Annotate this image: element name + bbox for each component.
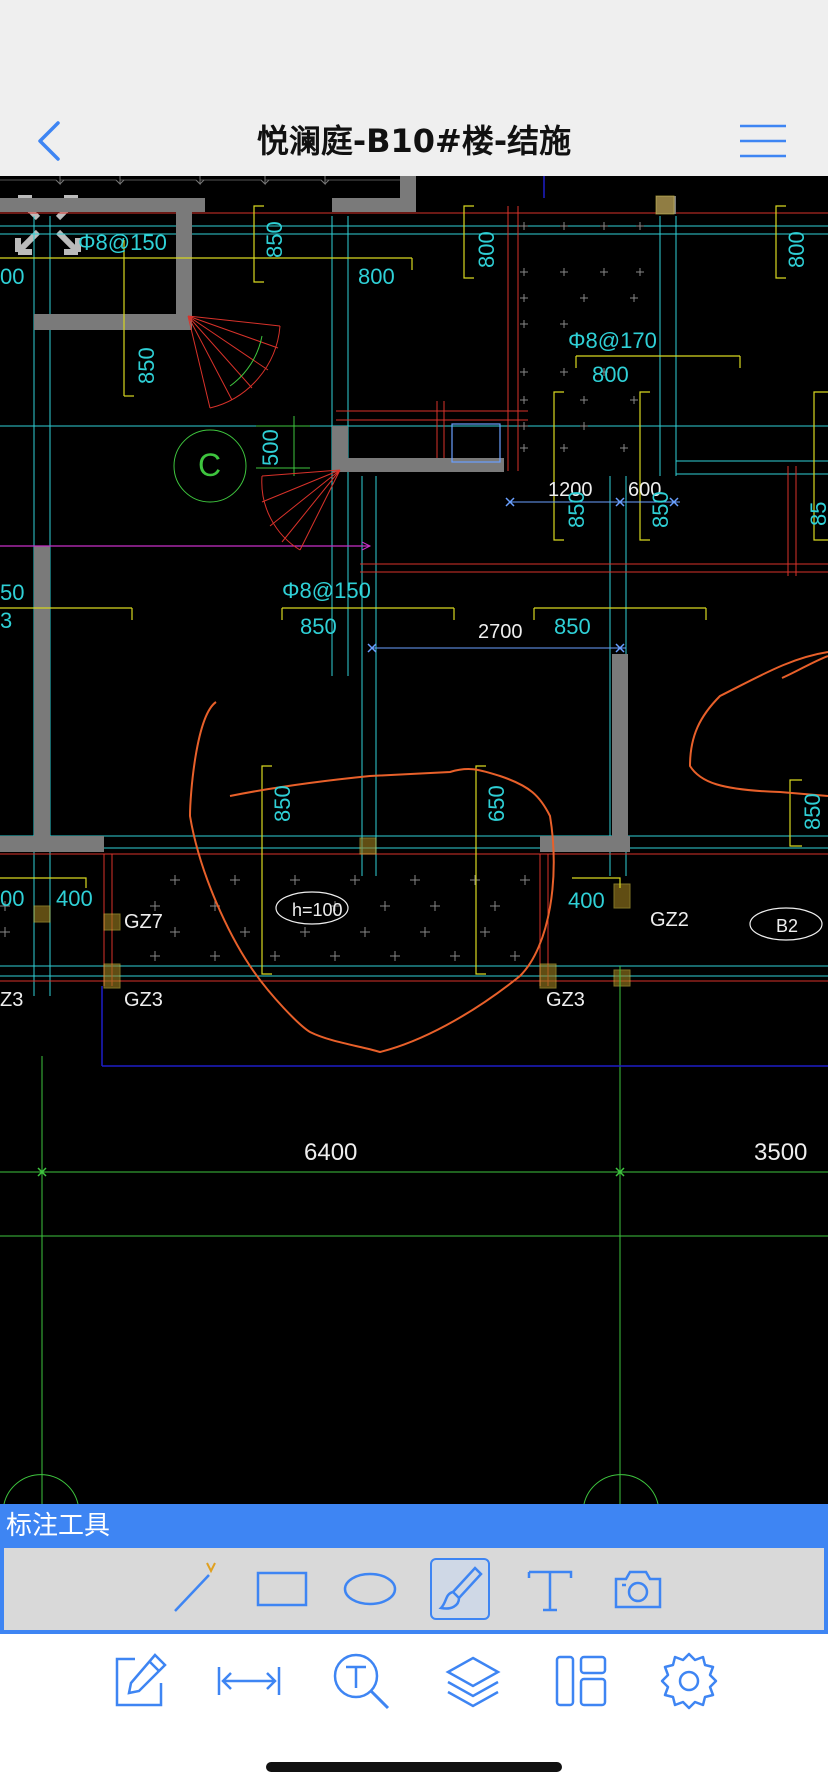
label-h100: h=100 [292, 900, 343, 920]
label-dim-500: 500 [258, 429, 283, 466]
label-dim-800-d: 800 [592, 362, 629, 387]
annotation-toolbar [0, 1548, 828, 1634]
label-dim-400-a: 400 [56, 886, 93, 911]
layers-button[interactable] [438, 1646, 508, 1716]
camera-icon [614, 1570, 662, 1609]
label-dim-400-b: 400 [568, 888, 605, 913]
chevron-left-icon [38, 121, 60, 161]
text-search-icon [333, 1653, 390, 1710]
label-dim-850-g: 850 [270, 785, 295, 822]
bottom-toolbar [0, 1634, 828, 1792]
ellipse-icon [343, 1572, 397, 1606]
home-indicator [266, 1762, 562, 1772]
label-gz3-a: Z3 [0, 989, 23, 1011]
label-gz3-c: GZ3 [546, 989, 585, 1011]
label-gz2: GZ2 [650, 909, 689, 931]
label-dim-50: 50 [0, 580, 24, 605]
cad-drawing-canvas[interactable]: Φ8@150 Φ8@170 Φ8@150 00 800 800 50 3 850… [0, 176, 828, 1504]
label-dim-800-a: 800 [358, 264, 395, 289]
label-dim-00-left: 00 [0, 264, 24, 289]
layers-icon [445, 1656, 501, 1708]
label-dim-85: 85 [806, 502, 828, 526]
label-dim-850-c: 850 [564, 491, 589, 528]
label-dim-850-b: 850 [134, 347, 159, 384]
text-tool[interactable] [520, 1558, 580, 1620]
edit-button[interactable] [104, 1646, 174, 1716]
brush-icon [438, 1566, 483, 1610]
label-grid-c: C [198, 447, 221, 483]
label-rebar-1: Φ8@150 [78, 230, 167, 255]
page-title: 悦澜庭-B10#楼-结施 [256, 122, 572, 160]
label-gz7: GZ7 [124, 911, 163, 933]
measure-button[interactable] [214, 1646, 284, 1716]
back-button[interactable] [34, 106, 78, 176]
label-b2: B2 [776, 916, 798, 936]
brush-tool[interactable] [430, 1558, 490, 1620]
rectangle-icon [256, 1571, 308, 1607]
label-dim-800-b: 800 [474, 231, 499, 268]
label-dim-600: 600 [628, 479, 661, 501]
nav-bar: 悦澜庭-B10#楼-结施 [0, 106, 828, 176]
label-dim-3500: 3500 [754, 1139, 807, 1166]
label-dim-850-e: 850 [300, 614, 337, 639]
search-text-button[interactable] [326, 1646, 396, 1716]
label-dim-800-c: 800 [784, 231, 809, 268]
rectangle-tool[interactable] [252, 1558, 312, 1620]
settings-button[interactable] [654, 1646, 724, 1716]
annotation-panel-title: 标注工具 [0, 1504, 828, 1548]
label-rebar-2: Φ8@170 [568, 328, 657, 353]
ellipse-tool[interactable] [340, 1558, 400, 1620]
label-dim-850-d: 850 [648, 491, 673, 528]
status-bar [0, 0, 828, 106]
label-dim-2700: 2700 [478, 621, 523, 643]
label-dim-00-b: 00 [0, 886, 24, 911]
label-dim-850-f: 850 [554, 614, 591, 639]
label-rebar-3: Φ8@150 [282, 578, 371, 603]
text-icon [527, 1570, 573, 1612]
label-gz3-b: GZ3 [124, 989, 163, 1011]
gear-icon [660, 1652, 718, 1710]
label-dim-3: 3 [0, 608, 12, 633]
line-tool[interactable] [166, 1558, 226, 1620]
pencil-edit-icon [115, 1653, 167, 1707]
label-dim-850-a: 850 [262, 221, 287, 258]
dimension-arrow-icon [217, 1667, 281, 1695]
label-dim-1200: 1200 [548, 479, 593, 501]
line-icon [174, 1562, 216, 1612]
camera-tool[interactable] [608, 1558, 668, 1620]
label-dim-850-h: 850 [800, 793, 825, 830]
layout-icon [555, 1655, 607, 1707]
hamburger-menu-icon [740, 124, 786, 158]
label-dim-650: 650 [484, 785, 509, 822]
label-dim-6400: 6400 [304, 1139, 357, 1166]
menu-button[interactable] [738, 106, 788, 176]
layout-button[interactable] [546, 1646, 616, 1716]
